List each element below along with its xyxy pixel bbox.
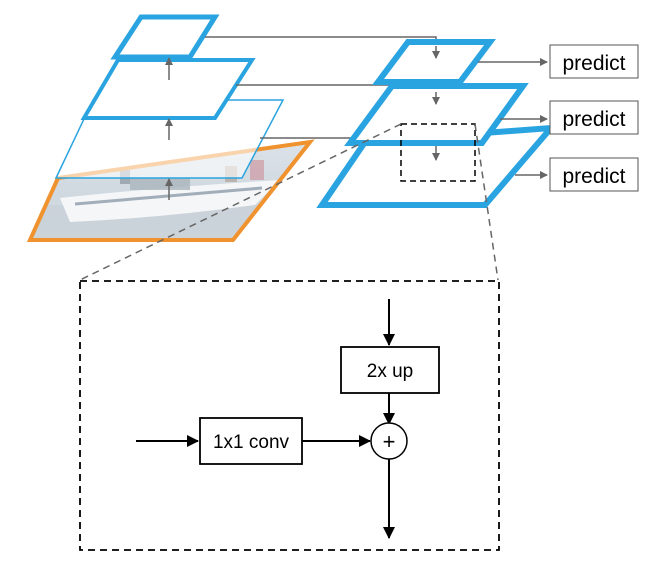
- upsample-label: 2x up: [367, 361, 413, 382]
- zoom-leader-lines: [79, 123, 499, 281]
- backbone-level-3: [110, 14, 220, 60]
- bottom-up-pathway: [54, 14, 285, 200]
- conv-block: 1x1 conv: [199, 417, 303, 465]
- predict-label-2: predict: [562, 108, 625, 131]
- merge-detail-panel: 2x up 1x1 conv +: [79, 280, 500, 551]
- predict-connectors: [478, 58, 548, 179]
- detail-dashed-frame: [79, 280, 500, 551]
- upsample-block: 2x up: [340, 346, 440, 394]
- predict-box-3: predict: [549, 157, 639, 192]
- add-node: +: [370, 422, 408, 460]
- add-symbol: +: [383, 429, 396, 454]
- predict-box-1: predict: [549, 44, 639, 79]
- predict-label-1: predict: [562, 52, 625, 75]
- predict-label-3: predict: [562, 165, 625, 188]
- zoom-region-box: [400, 123, 476, 182]
- predict-box-2: predict: [549, 100, 639, 135]
- output-level-1: [372, 39, 496, 85]
- conv-label: 1x1 conv: [213, 432, 290, 453]
- output-level-2: [344, 83, 529, 146]
- input-image-layer: [26, 139, 315, 242]
